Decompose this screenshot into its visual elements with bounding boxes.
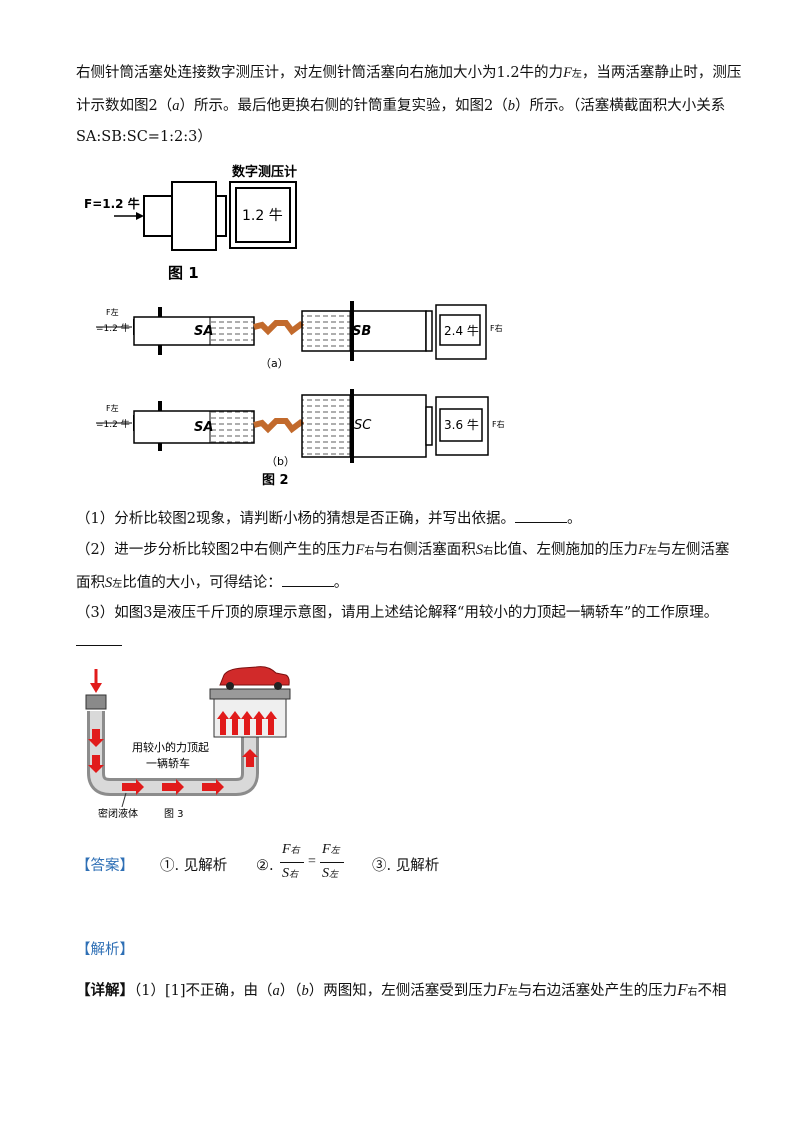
fig2a-hose [253,320,305,336]
answer-blank-2[interactable] [281,572,334,587]
fig3-label-2: 一辆轿车 [146,756,190,770]
fig2a-label-sb: SB [352,324,371,339]
fig1-piston [215,195,227,237]
fig2a-force-label: F左 [106,307,119,317]
fig2b-force-label: F左 [106,403,119,413]
fig2b-caption: （b） [266,455,295,468]
figure-3: 用较小的力顶起 一辆轿车 密闭液体 图 3 [85,666,291,820]
figure-1: F=1.2 牛 数字测压计 1.2 牛 图 1 [84,164,297,280]
fig3-down-arrow [90,683,102,693]
fig1-meter-inner [235,187,291,243]
fig2b-hose [253,418,305,434]
fig1-meter-title: 数字测压计 [232,164,297,180]
detail-line: 【详解】（1）[1]不正确，由（a）（b）两图知，左侧活塞受到压力F左与右边活塞… [76,980,727,999]
fig1-small-cylinder [143,195,173,237]
fig2b-meter-value: 3.6 牛 [444,417,479,432]
fig2a-label-sa: SA [194,324,213,339]
question-2-line-2: 面积S左比值的大小，可得结论：。 [76,572,348,595]
fig3-label-1: 用较小的力顶起 [132,740,209,754]
question-3: （3）如图3是液压千斤顶的原理示意图，请用上述结论解释“用较小的力顶起一辆轿车”… [76,605,719,621]
question-1: （1）分析比较图2现象，请判断小杨的猜想是否正确，并写出依据。。 [76,508,581,529]
fig1-force-label: F=1.2 牛 [84,196,140,211]
fig2-caption: 图 2 [262,473,289,488]
fig2a-meter-value: 2.4 牛 [444,323,479,338]
fig3-car [219,666,290,686]
intro-line-1: 右侧针筒活塞处连接数字测压计，对左侧针筒活塞向右施加大小为1.2牛的力F左，当两… [76,65,742,81]
answer-2-formula: F右 S右 = F左 S左 [280,838,346,888]
analysis-tag: 【解析】 [76,942,134,958]
intro-line-2: 计示数如图2（a）所示。最后他更换右侧的针筒重复实验，如图2（b）所示。（活塞横… [76,98,726,114]
answer-2-prefix: ②. [256,858,274,874]
answer-blank-3[interactable] [76,645,122,646]
answer-blank-1[interactable] [514,508,567,523]
fig2b-right-force: F右 [492,419,505,429]
fig1-meter-value: 1.2 牛 [242,208,283,224]
answer-tag: 【答案】 [76,858,134,874]
fig1-large-cylinder [171,181,217,251]
fig2a-force-value: =1.2 牛 [96,322,130,334]
fig2b-force-value: =1.2 牛 [96,418,130,430]
fig2a-right-force: F右 [490,323,503,333]
fig1-force-arrow [136,212,144,220]
answer-3: ③. 见解析 [372,858,440,874]
figure-2b: F左 =1.2 牛 SA SC 3.6 牛 F右 （b） 图 2 [96,389,505,488]
fig1-caption: 图 1 [168,264,199,280]
fig2a-caption: （a） [260,357,289,370]
fig3-liquid-label: 密闭液体 [98,807,138,820]
intro-line-3: SA:SB:SC=1:2:3） [76,129,212,145]
fig3-caption: 图 3 [164,808,184,820]
fig2b-label-sa: SA [194,420,213,435]
question-2-line-1: （2）进一步分析比较图2中右侧产生的压力F右与右侧活塞面积S右比值、左侧施加的压… [76,542,730,558]
fig2b-label-sc: SC [354,418,372,433]
figure-2a: F左 =1.2 牛 SA SB 2.4 牛 F右 （a） [96,301,503,370]
fig3-small-piston [85,694,107,710]
answer-1: ①. 见解析 [160,858,228,874]
